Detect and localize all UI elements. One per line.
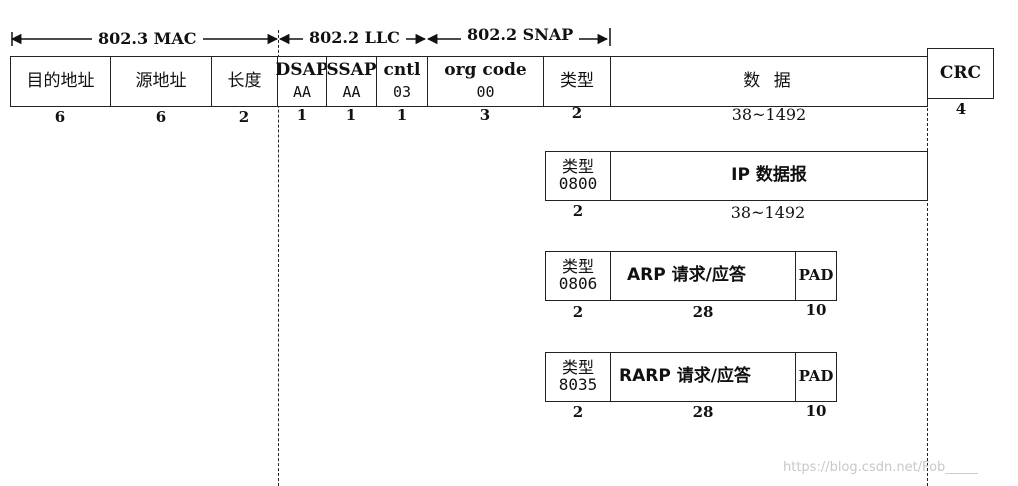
org-code-value: 00 [476, 83, 495, 102]
ip-type-size: 2 [572, 202, 584, 220]
ssap-label: SSAP [326, 60, 377, 81]
ssap-size: 1 [345, 106, 357, 124]
arp-type-cell: 类型 0806 [545, 251, 611, 301]
rarp-payload-cell: RARP 请求/应答 [610, 352, 796, 402]
arp-pad-label: PAD [798, 266, 834, 285]
llc-left-dashed-line [278, 30, 279, 486]
length-size: 2 [238, 108, 250, 126]
watermark-text: https://blog.csdn.net/Fob_____ [783, 460, 978, 475]
cntl-value: 03 [392, 83, 412, 102]
src-address-cell: 源地址 [110, 56, 212, 107]
rarp-type-label: 类型 [561, 358, 594, 378]
dsap-label: DSAP [275, 60, 329, 81]
llc-segment-label: 802.2 LLC [303, 28, 406, 47]
org-code-cell: org code 00 [427, 56, 544, 107]
arp-pad-cell: PAD [795, 251, 837, 301]
org-code-label: org code [444, 60, 527, 81]
rarp-payload-label: RARP 请求/应答 [619, 366, 751, 387]
rarp-payload-size: 28 [692, 403, 714, 421]
type-cell: 类型 [543, 56, 611, 107]
data-cell: 数 据 [610, 56, 928, 107]
data-size: 38~1492 [731, 105, 807, 124]
arp-pad-size: 10 [805, 301, 827, 319]
crc-cell: CRC [927, 48, 994, 99]
length-label: 长度 [227, 70, 262, 91]
dsap-cell: DSAP AA [275, 56, 329, 107]
data-label: 数 据 [743, 70, 795, 91]
src-address-label: 源地址 [135, 70, 187, 91]
dsap-value: AA [292, 83, 312, 102]
org-code-size: 3 [479, 106, 491, 124]
arp-type-size: 2 [572, 303, 584, 321]
arp-payload-cell: ARP 请求/应答 [610, 251, 796, 301]
dst-address-cell: 目的地址 [10, 56, 111, 107]
dst-size: 6 [54, 108, 66, 126]
rarp-pad-size: 10 [805, 402, 827, 420]
ip-datagram-size: 38~1492 [730, 203, 806, 222]
src-size: 6 [155, 108, 167, 126]
cntl-label: cntl [383, 60, 421, 81]
ip-datagram-cell: IP 数据报 [610, 151, 928, 201]
ip-type-code: 0800 [558, 174, 598, 193]
cntl-cell: cntl 03 [376, 56, 428, 107]
arp-payload-size: 28 [692, 303, 714, 321]
dst-address-label: 目的地址 [26, 70, 95, 91]
mac-segment-label: 802.3 MAC [92, 29, 203, 48]
arp-type-code: 0806 [558, 274, 598, 293]
ip-datagram-label: IP 数据报 [731, 165, 807, 186]
ip-type-label: 类型 [561, 157, 594, 177]
snap-segment-label: 802.2 SNAP [461, 25, 580, 44]
type-label: 类型 [560, 70, 594, 91]
ssap-cell: SSAP AA [326, 56, 377, 107]
cntl-size: 1 [396, 106, 408, 124]
ip-type-cell: 类型 0800 [545, 151, 611, 201]
rarp-type-size: 2 [572, 403, 584, 421]
crc-label: CRC [939, 62, 982, 83]
dsap-size: 1 [296, 106, 308, 124]
crc-size: 4 [955, 100, 967, 118]
rarp-pad-label: PAD [798, 367, 834, 386]
type-size: 2 [571, 104, 583, 122]
rarp-type-cell: 类型 8035 [545, 352, 611, 402]
rarp-pad-cell: PAD [795, 352, 837, 402]
arp-type-label: 类型 [561, 257, 594, 277]
arp-payload-label: ARP 请求/应答 [627, 265, 746, 286]
rarp-type-code: 8035 [558, 375, 598, 394]
length-cell: 长度 [211, 56, 278, 107]
crc-left-dashed-line [927, 98, 928, 486]
ssap-value: AA [342, 83, 361, 102]
